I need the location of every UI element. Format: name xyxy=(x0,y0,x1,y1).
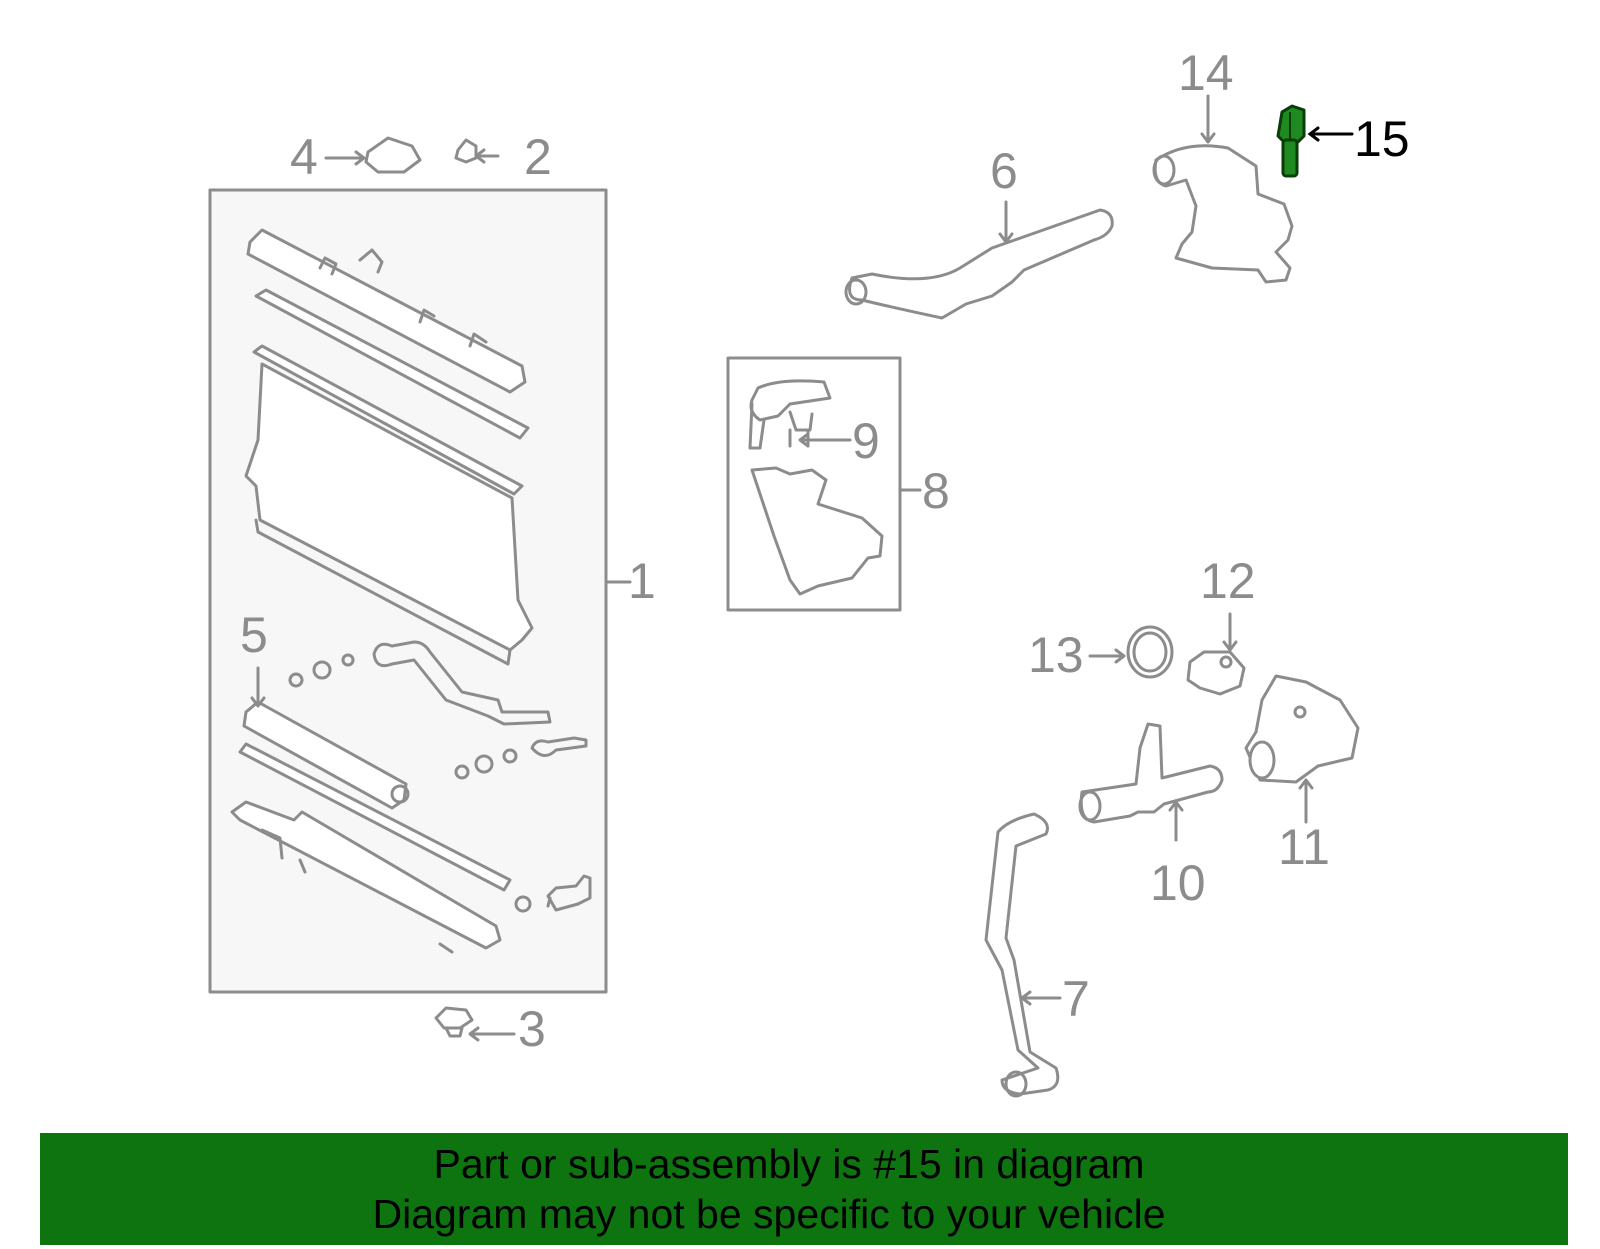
banner-line-disclaimer: Diagram may not be specific to your vehi… xyxy=(372,1191,1166,1237)
callout-1: 1 xyxy=(628,553,656,609)
part-6-upper-hose xyxy=(848,208,1114,320)
callout-12: 12 xyxy=(1200,553,1256,609)
callout-7: 7 xyxy=(1062,971,1090,1027)
info-banner: Part or sub-assembly is #15 in diagram D… xyxy=(40,1133,1568,1245)
radiator-lower-seal xyxy=(238,742,512,892)
radiator-upper-seal xyxy=(254,288,530,440)
callout-4: 4 xyxy=(290,129,318,185)
callout-6: 6 xyxy=(990,143,1018,199)
part-8-reservoir-tank xyxy=(750,466,884,596)
radiator-lower-tank xyxy=(230,800,502,950)
callout-10: 10 xyxy=(1150,855,1206,911)
parts-diagram: 1 2 3 4 5 6 7 8 9 10 11 12 13 14 15 xyxy=(208,45,1410,1098)
radiator-core xyxy=(252,344,524,496)
callout-5: 5 xyxy=(240,607,268,663)
callout-3: 3 xyxy=(518,1001,546,1057)
part-10-water-pipe xyxy=(1079,722,1224,824)
part-2-grommet xyxy=(454,138,478,164)
callout-9: 9 xyxy=(852,413,880,469)
radiator-upper-tank xyxy=(246,228,527,394)
part-4-radiator-cap xyxy=(364,136,422,174)
part-12-thermostat xyxy=(1186,650,1246,696)
callout-8: 8 xyxy=(922,463,950,519)
callout-11: 11 xyxy=(1278,819,1330,875)
callout-2: 2 xyxy=(524,129,552,185)
callout-15: 15 xyxy=(1354,111,1410,167)
part-15-bolt xyxy=(1276,104,1306,178)
callout-13: 13 xyxy=(1028,627,1084,683)
part-14-water-outlet xyxy=(1153,144,1294,284)
parts-diagram-drawing xyxy=(208,94,1360,1098)
part-7-lower-hose xyxy=(984,812,1060,1096)
part-3-grommet xyxy=(434,1006,474,1030)
banner-line-part: Part or sub-assembly is #15 in diagram xyxy=(433,1141,1145,1187)
callout-14: 14 xyxy=(1178,45,1234,101)
